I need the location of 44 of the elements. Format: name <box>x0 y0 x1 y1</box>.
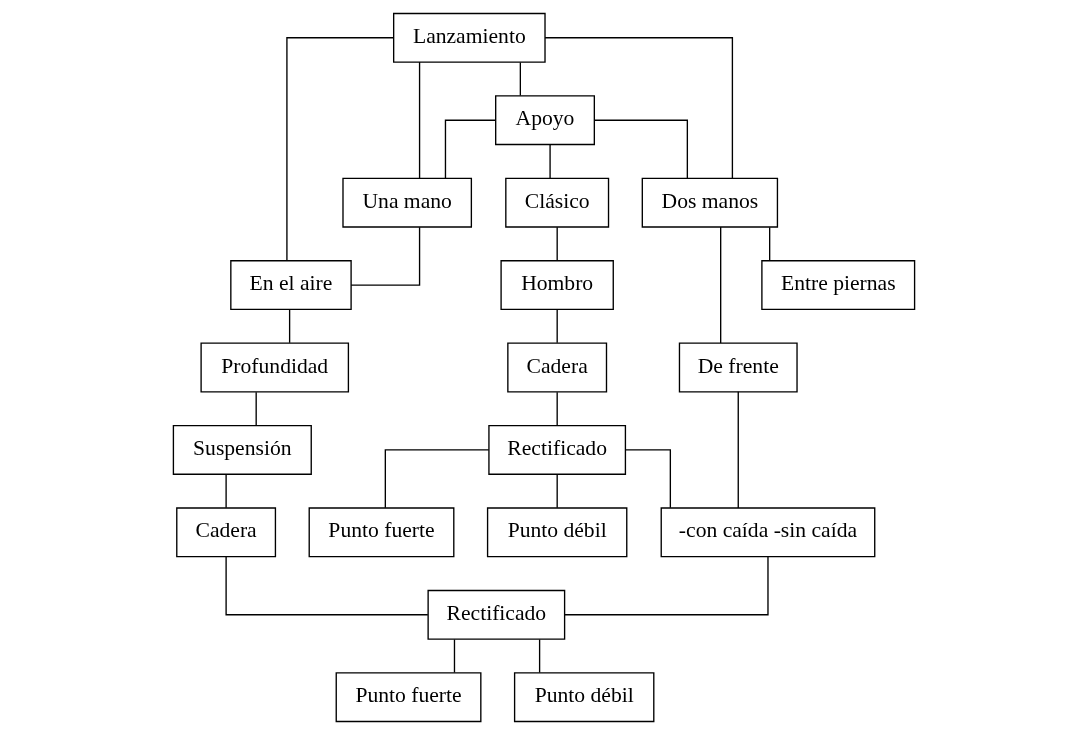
connector <box>350 226 421 286</box>
connector <box>538 638 541 674</box>
connector <box>737 391 739 509</box>
node-box: Entre piernas <box>761 260 916 311</box>
connector <box>286 37 395 262</box>
connector <box>549 144 551 179</box>
connector <box>519 61 522 97</box>
node-box: Cadera <box>176 507 277 558</box>
node-box: Rectificado <box>488 424 627 475</box>
node-box: Una mano <box>342 177 473 228</box>
node-box: Cadera <box>507 342 608 393</box>
node-box: Punto débil <box>513 672 655 723</box>
connector <box>720 226 722 344</box>
connector <box>556 309 558 344</box>
connector <box>384 449 490 509</box>
connector <box>593 119 689 179</box>
connector <box>444 119 496 179</box>
node-box: Profundidad <box>200 342 350 393</box>
connector <box>769 226 771 262</box>
node-box: Suspensión <box>172 424 312 475</box>
node-box: Clásico <box>505 177 610 228</box>
node-box: -con caída -sin caída <box>660 507 876 558</box>
connector <box>418 61 421 179</box>
connector <box>624 449 672 509</box>
node-box: Punto fuerte <box>308 507 455 558</box>
node-box: Punto fuerte <box>335 672 482 723</box>
node-box: Dos manos <box>641 177 779 228</box>
connector <box>556 226 558 262</box>
node-box: Hombro <box>500 260 614 311</box>
connector <box>556 391 558 426</box>
node-box: Punto débil <box>486 507 628 558</box>
connector <box>288 309 291 344</box>
node-box: En el aire <box>230 260 352 311</box>
connector <box>556 474 558 509</box>
connector <box>544 37 734 179</box>
node-box: Apoyo <box>495 95 595 146</box>
connector <box>453 638 456 674</box>
node-box: Rectificado <box>427 589 566 640</box>
node-box: De frente <box>678 342 798 393</box>
node-box: Lanzamiento <box>393 12 546 63</box>
connector <box>255 391 257 426</box>
connector <box>225 556 429 616</box>
connector <box>564 556 769 616</box>
connector <box>225 474 227 509</box>
